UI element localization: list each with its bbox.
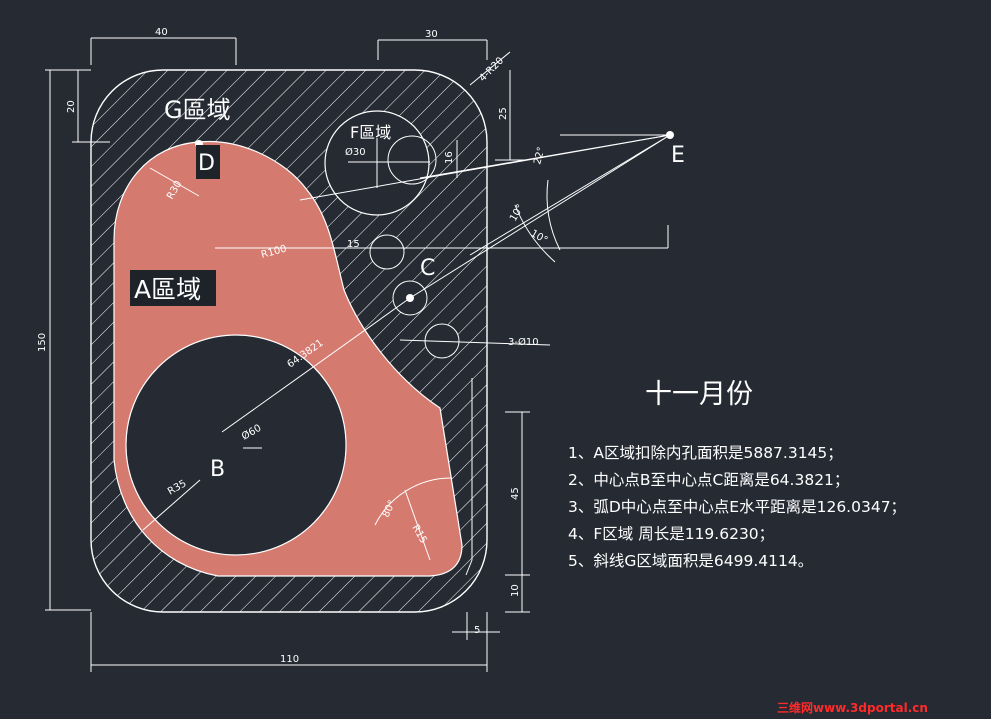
dim-top-right-width: 30 [425, 29, 438, 40]
dim-angle-10a: 10° [508, 203, 526, 224]
dim-three-holes: 3-Ø10 [508, 336, 539, 348]
dim-top-width: 40 [155, 27, 168, 38]
dim-total-height: 150 [37, 333, 48, 352]
label-point-b: B [210, 457, 225, 482]
dim-circle-f: Ø30 [345, 146, 366, 158]
circle-b-hole [125, 334, 347, 556]
dim-fillet: 4-R20 [477, 55, 506, 84]
dim-small-radius: 15 [347, 239, 360, 250]
dim-right-10: 10 [510, 584, 521, 597]
label-a-box [130, 270, 216, 306]
note-5: 5、斜线G区域面积是6499.4114。 [568, 552, 814, 570]
label-d-box [196, 145, 220, 179]
label-region-f: F區域 [350, 123, 391, 142]
watermark: 三维网www.3dportal.cn [777, 701, 928, 715]
page-title: 十一月份 [645, 379, 753, 410]
circle-f-small [387, 135, 437, 185]
dim-bottom-5: 5 [474, 625, 480, 636]
dim-f-offset: 16 [444, 151, 455, 164]
dim-total-width: 110 [280, 654, 299, 665]
label-point-e: E [671, 143, 685, 168]
label-point-d: D [198, 151, 215, 176]
note-3: 3、弧D中心点至中心点E水平距离是126.0347； [568, 498, 907, 516]
dim-angle-22: 22° [532, 146, 547, 166]
dim-angle-10b: 10° [529, 228, 550, 246]
note-1: 1、A区域扣除内孔面积是5887.3145； [568, 444, 843, 462]
label-region-a: A區域 [134, 275, 201, 304]
label-region-g: G區域 [164, 96, 231, 124]
dim-right-top-height: 25 [498, 107, 509, 120]
dim-left-top-height: 20 [66, 100, 77, 113]
dim-right-45: 45 [510, 487, 521, 500]
hole-1 [369, 234, 405, 270]
note-4: 4、F区域 周长是119.6230； [568, 525, 775, 543]
note-2: 2、中心点B至中心点C距离是64.3821； [568, 471, 850, 489]
label-point-c: C [420, 256, 435, 281]
